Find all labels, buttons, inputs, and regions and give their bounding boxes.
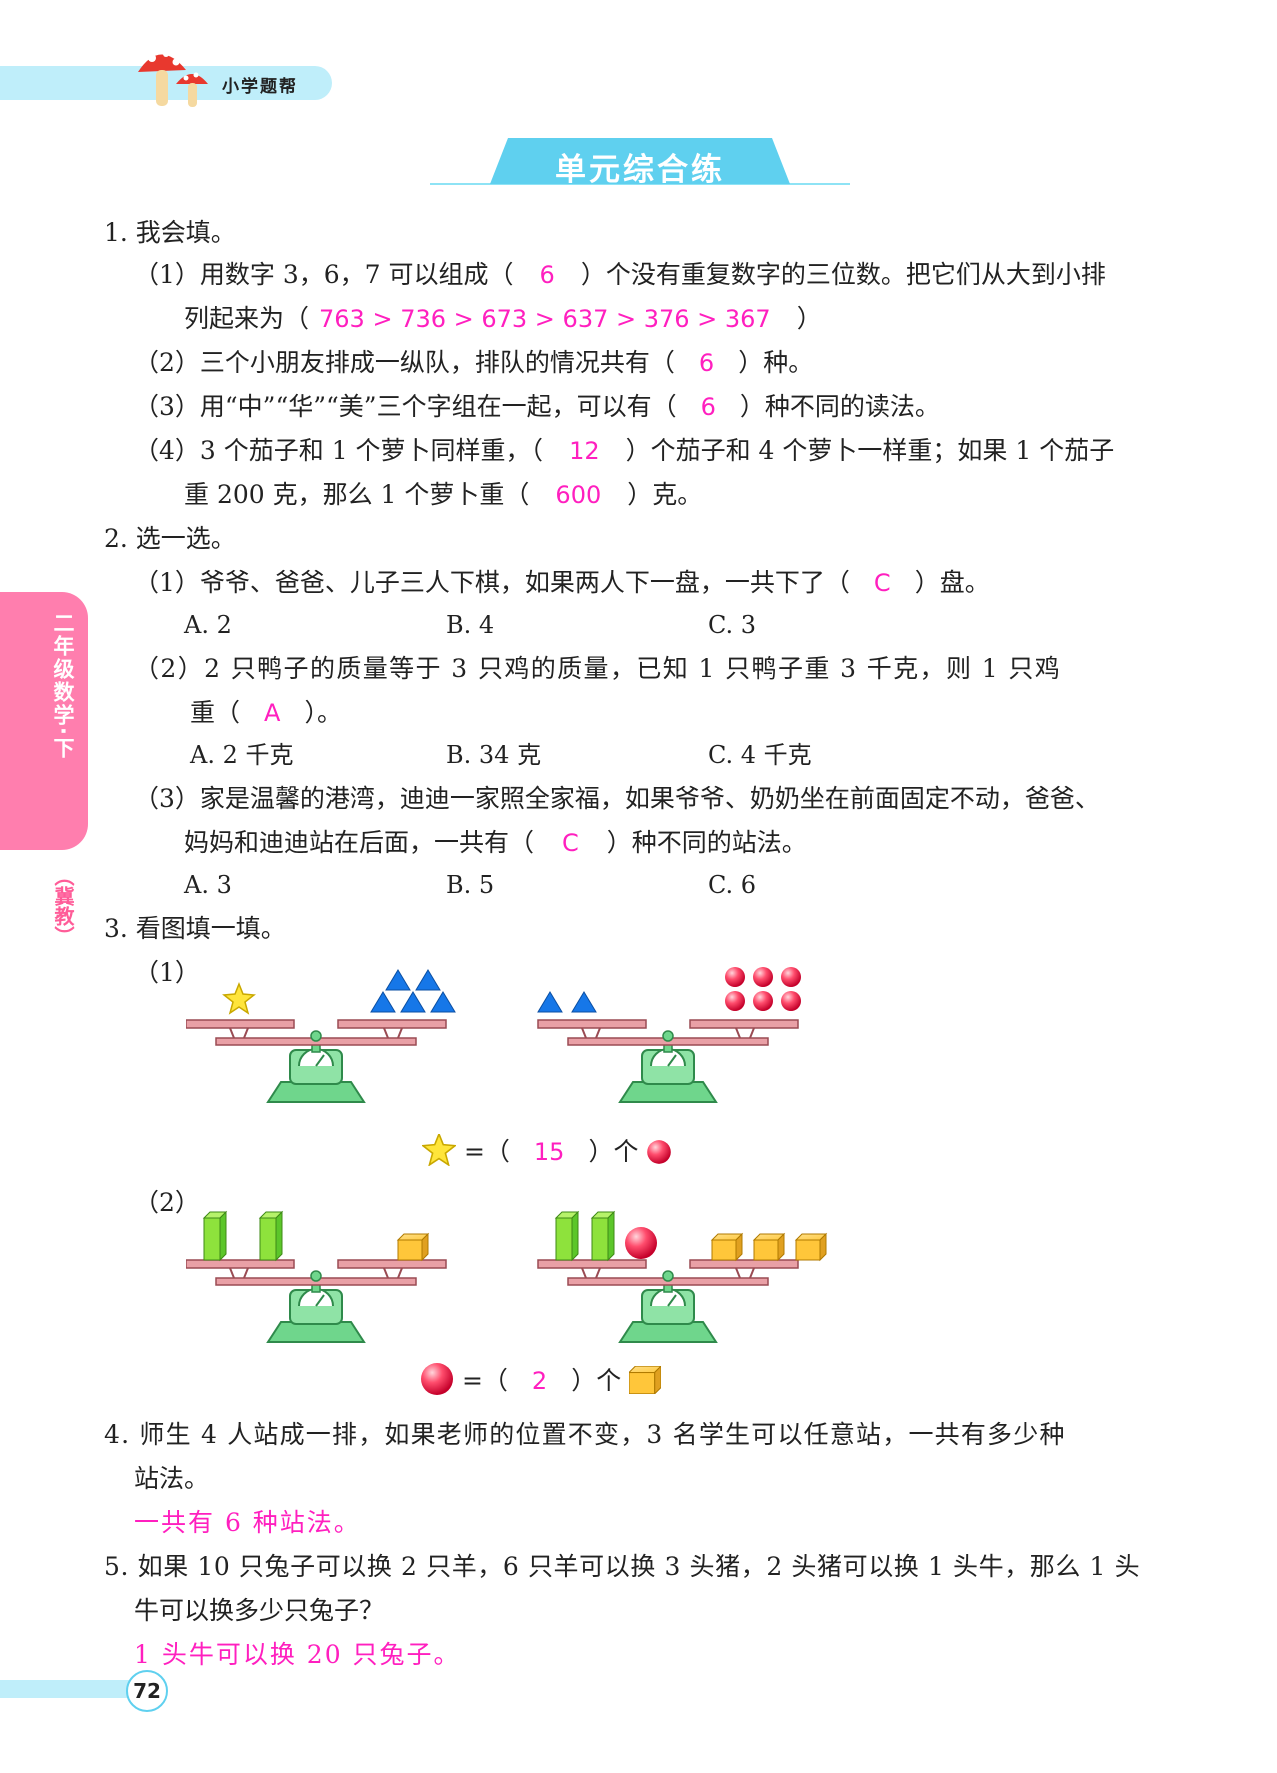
q1-part3-answer: 6 [700,393,716,421]
q1-part4-answer2: 600 [555,481,602,509]
ball-icon [781,991,801,1011]
triangle-icon [400,991,426,1013]
q2-part2-option-a: A. 2 千克 [190,741,294,769]
side-tab-edition: （冀教） [51,866,75,946]
q5-line2: 牛可以换多少只兔子？ [134,1596,385,1625]
ball-icon [647,1140,672,1164]
q1-part2-answer: 6 [698,349,715,377]
q1-part2: （2）三个小朋友排成一纵队，排队的情况共有（6）种。 [134,348,814,377]
q5-answer: 1 头牛可以换 20 只兔子。 [134,1640,461,1669]
q1-part1-line1: （1）用数字 3，6，7 可以组成（6）个没有重复数字的三位数。把它们从大到小排 [134,260,1106,289]
q2-heading: 2. 选一选。 [104,524,236,553]
star-icon [422,1133,456,1166]
q2-part2-line1: （2）2 只鸭子的质量等于 3 只鸡的质量，已知 1 只鸭子重 3 千克，则 1… [134,654,1062,683]
q2-part3-answer: C [562,829,579,857]
triangle-icon [385,969,411,991]
q2-part1-option-b: B. 4 [446,611,495,639]
prism-icon [591,1211,615,1261]
triangle-icon [537,991,563,1013]
page-title: 单元综合练 [555,152,725,188]
q4-line1: 4. 师生 4 人站成一排，如果老师的位置不变，3 名学生可以任意站，一共有多少… [104,1420,1066,1449]
q3-heading: 3. 看图填一填。 [104,914,286,943]
side-tab-label: 二年级数学·下 [51,612,75,760]
ball-icon [725,967,745,987]
q2-part3-line1: （3）家是温馨的港湾，迪迪一家照全家福，如果爷爷、奶奶坐在前面固定不动，爸爸、 [134,784,1100,813]
q1-part4-line1: （4）3 个茄子和 1 个萝卜同样重，（12）个茄子和 4 个萝卜一样重；如果 … [134,436,1115,465]
triangle-icon [370,991,396,1013]
cube-icon [795,1233,827,1261]
q1-part1-answer: 6 [539,261,555,289]
q3-part2-answer: 2 [531,1367,548,1395]
ball-icon [753,991,773,1011]
q2-part2-answer: A [264,699,281,727]
q3-part1-equation: =（15）个 [422,1133,672,1169]
mushroom-logo-icon [138,51,208,107]
q3-part1-balance-scales [186,967,801,1103]
q2-part2-option-c: C. 4 千克 [708,741,812,769]
q3-part2-equation: =（2）个 [420,1362,662,1398]
q2-part3-option-a: A. 3 [184,871,232,899]
q2-part1-option-a: A. 2 [184,611,232,639]
cube-icon [628,1365,662,1395]
prism-icon [555,1211,579,1261]
prism-icon [259,1211,283,1261]
q2-part1: （1）爷爷、爸爸、儿子三人下棋，如果两人下一盘，一共下了（C）盘。 [134,568,990,597]
q1-part4-answer1: 12 [569,437,600,465]
prism-icon [203,1211,227,1261]
ball-icon [753,967,773,987]
q2-part3-option-b: B. 5 [446,871,495,899]
ball-icon [725,991,745,1011]
balance-scale-icon [186,1019,447,1103]
q1-part4-line2: 重 200 克，那么 1 个萝卜重（600）克。 [184,480,703,509]
cube-icon [753,1233,785,1261]
q4-line2: 站法。 [134,1464,210,1493]
title-banner [490,138,790,184]
q4-answer: 一共有 6 种站法。 [134,1508,361,1537]
triangle-icon [415,969,441,991]
title-underline [430,183,850,185]
star-icon [223,983,255,1014]
q2-part3-line2: 妈妈和迪迪站在后面，一共有（C）种不同的站法。 [184,828,807,857]
page-number: 72 [126,1670,168,1712]
cube-icon [711,1233,743,1261]
q2-part3-option-c: C. 6 [708,871,757,899]
ball-icon [781,967,801,987]
balance-scale-icon [537,1259,799,1343]
balance-scale-icon [537,1019,799,1103]
q3-part2-balance-scales [186,1211,827,1343]
ball-icon [421,1363,453,1395]
brand-label: 小学题帮 [222,77,298,97]
footer-band [0,1680,140,1698]
q2-part1-option-c: C. 3 [708,611,757,639]
triangle-icon [430,991,456,1013]
q5-line1: 5. 如果 10 只兔子可以换 2 只羊，6 只羊可以换 3 头猪，2 头猪可以… [104,1552,1141,1581]
q1-part1-order-answer: 763 > 736 > 673 > 637 > 376 > 367 [319,305,771,333]
cube-icon [397,1233,429,1261]
q2-part1-answer: C [873,569,891,597]
q3-part1-answer: 15 [533,1138,565,1166]
q2-part2-option-b: B. 34 克 [446,741,542,769]
q1-heading: 1. 我会填。 [104,218,236,247]
q1-part3: （3）用“中”“华”“美”三个字组在一起，可以有（6）种不同的读法。 [134,392,940,421]
triangle-icon [571,991,597,1013]
q3-part1-label: （1） [134,958,200,987]
q1-part1-line2: 列起来为（763 > 736 > 673 > 637 > 376 > 367） [184,304,822,333]
ball-icon [625,1227,657,1259]
side-tab [0,592,88,850]
q3-part2-label: （2） [134,1188,200,1217]
balance-scale-icon [186,1259,447,1343]
q2-part2-line2: 重（A）。 [190,698,342,727]
